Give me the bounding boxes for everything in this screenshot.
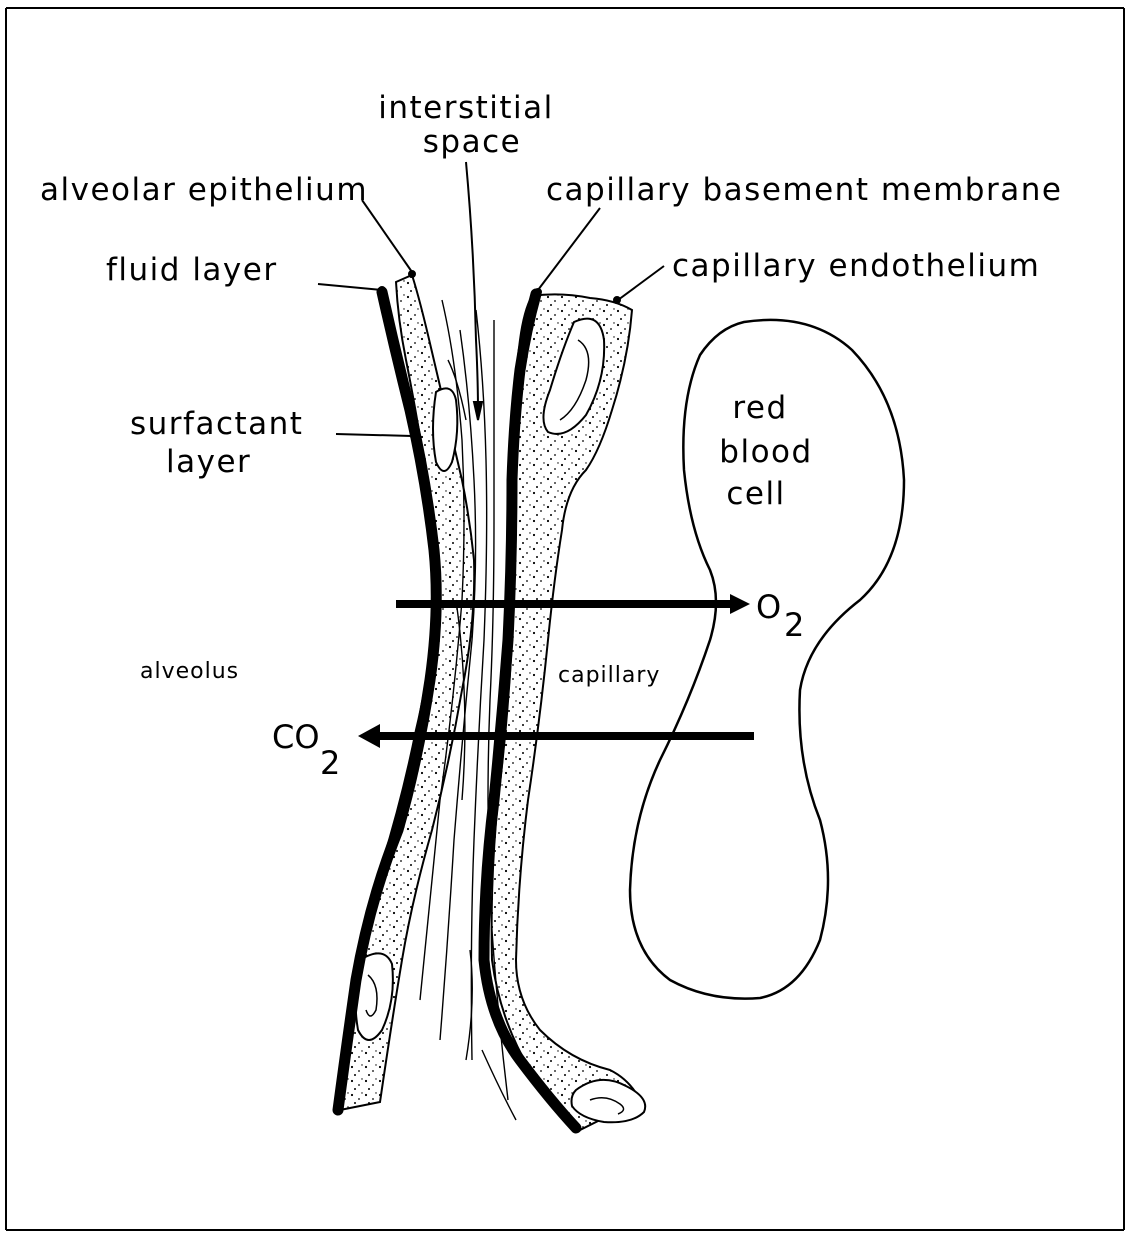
fluid-layer-leader bbox=[318, 284, 382, 290]
surfactant-layer-label-line2: layer bbox=[166, 444, 251, 480]
basement-membrane-leader bbox=[538, 208, 600, 290]
oxygen-subscript: 2 bbox=[784, 606, 804, 644]
carbon-dioxide-subscript: 2 bbox=[320, 744, 340, 782]
alveolar-epithelium-label: alveolar epithelium bbox=[40, 172, 368, 208]
interstitial-space-label-line1: interstitial bbox=[378, 90, 554, 126]
red-blood-cell-label-line1: red bbox=[732, 390, 787, 426]
oxygen-symbol: O bbox=[756, 588, 781, 626]
interstitial-space-label-line2: space bbox=[423, 124, 521, 160]
surfactant-leader bbox=[336, 434, 412, 436]
capillary-label: capillary bbox=[558, 663, 660, 688]
carbon-dioxide-symbol: CO bbox=[272, 718, 320, 756]
capillary-basement-membrane-label: capillary basement membrane bbox=[546, 172, 1062, 208]
capillary-endothelium-label: capillary endothelium bbox=[672, 248, 1040, 284]
fluid-layer-label: fluid layer bbox=[106, 252, 278, 288]
endothelial-nucleus-bottom bbox=[572, 1080, 646, 1122]
red-blood-cell-label-line3: cell bbox=[726, 476, 785, 512]
alveolar-epithelium-leader bbox=[362, 200, 412, 272]
epithelial-nucleus-top bbox=[433, 388, 457, 471]
endothelium-leader bbox=[618, 266, 664, 300]
alveolus-label: alveolus bbox=[140, 659, 239, 684]
interstitial-leader bbox=[466, 162, 478, 412]
red-blood-cell-label-line2: blood bbox=[719, 434, 812, 470]
surfactant-layer-label-line1: surfactant bbox=[130, 406, 303, 442]
